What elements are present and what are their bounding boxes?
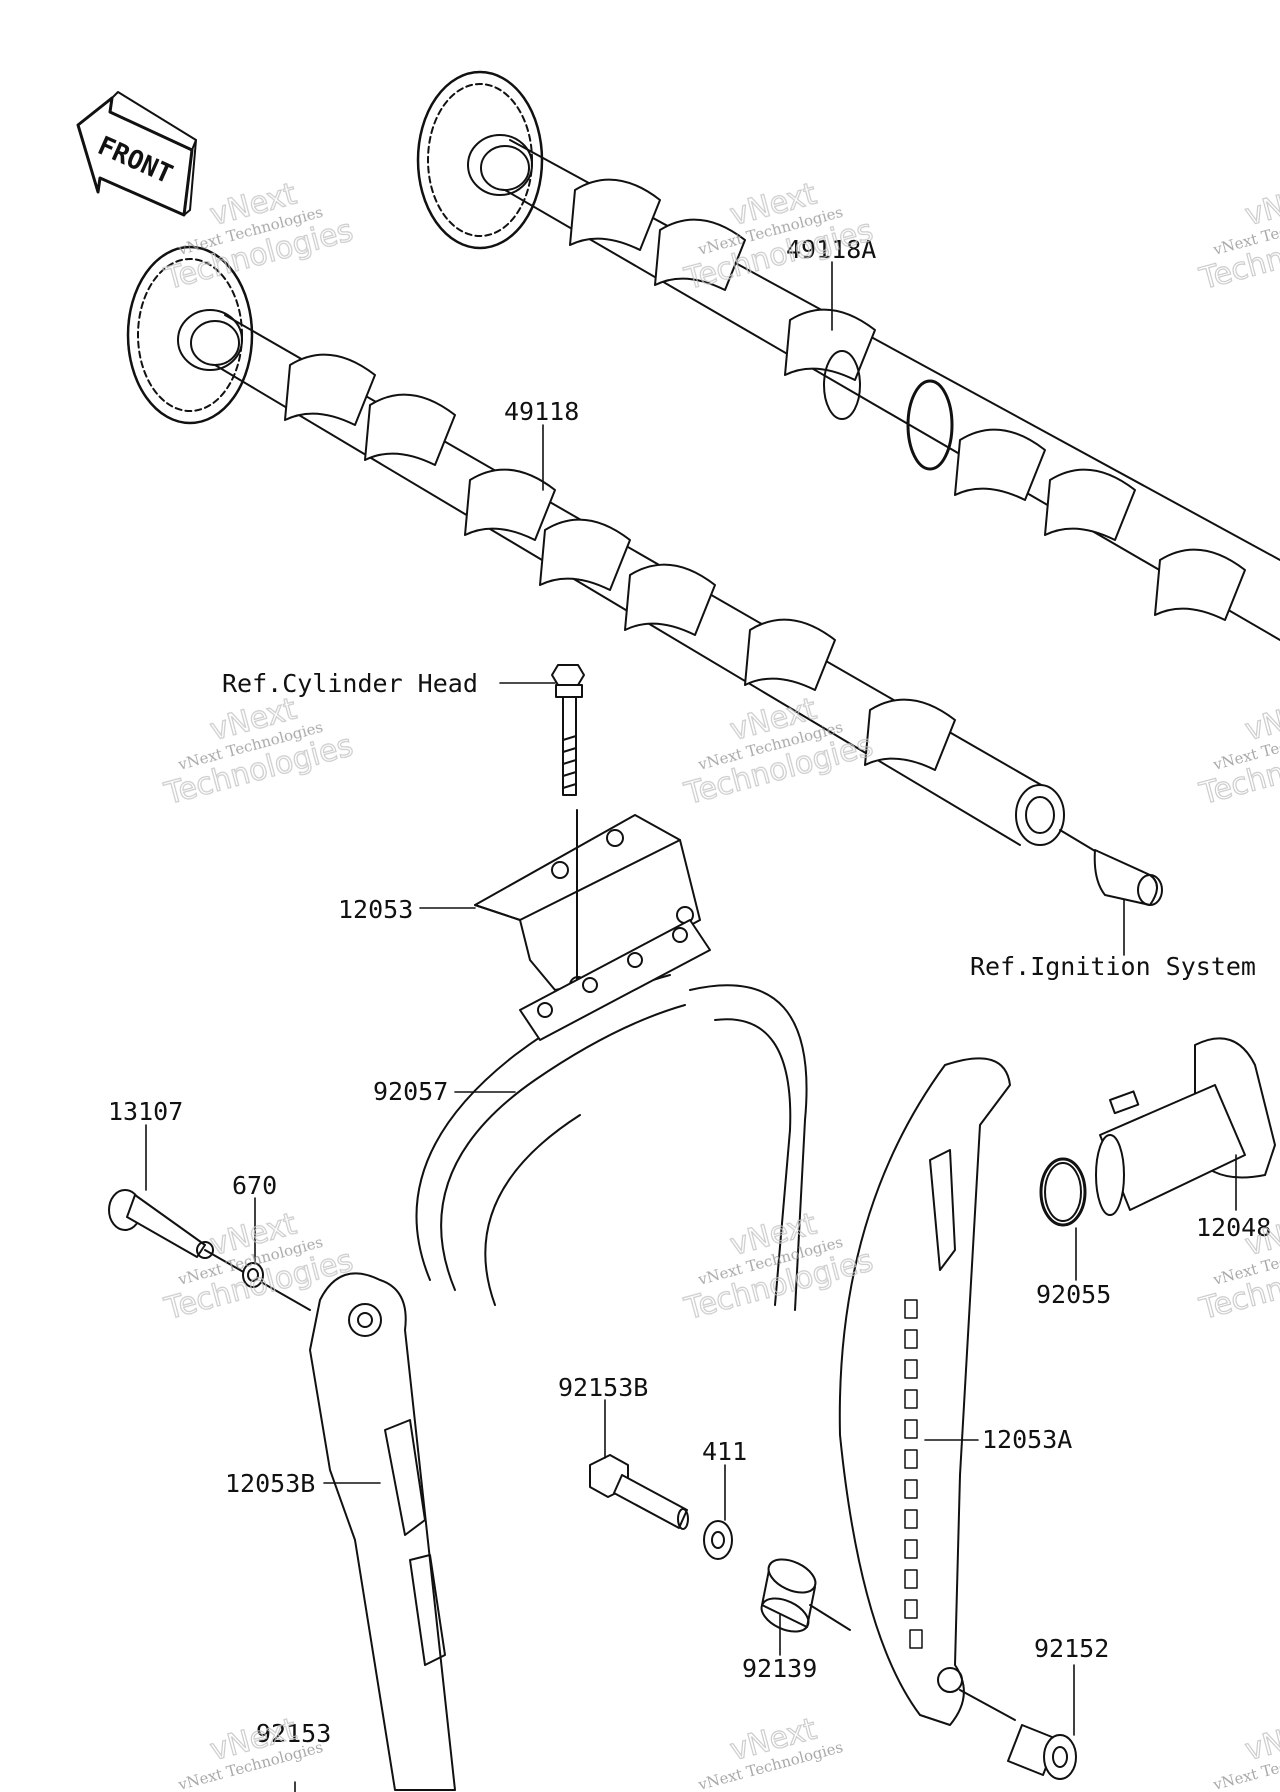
label-ref-ignition-system: Ref.Ignition System: [970, 952, 1256, 981]
tensioner-12048-icon: [1095, 1037, 1276, 1216]
part-labels: 49118A 49118 Ref.Cylinder Head 12053 Ref…: [108, 235, 1271, 1748]
watermark: vNext vNext Technologies: [695, 1711, 845, 1792]
watermark: vNext vNext Technologies Technologies: [1195, 176, 1280, 298]
label-92152: 92152: [1034, 1634, 1109, 1663]
label-12053: 12053: [338, 895, 413, 924]
watermark: vNext vNext Technologies Technologies: [160, 691, 357, 813]
chain-guide-12053B-icon: [309, 1272, 456, 1791]
bolt-92153B-icon: [589, 1454, 689, 1530]
label-92139: 92139: [742, 1654, 817, 1683]
pivot-bolt-13107-icon: [108, 1189, 311, 1311]
camshaft-49118-icon: [126, 245, 1065, 846]
camshaft-49118A-icon: [416, 70, 1280, 641]
label-13107: 13107: [108, 1097, 183, 1126]
o-ring-92055-icon: [1039, 1157, 1087, 1227]
chain-guide-12053A-icon: [838, 1057, 1011, 1726]
watermark: vNext vNext Technologies: [1210, 1711, 1280, 1792]
label-49118: 49118: [504, 397, 579, 426]
label-92153B: 92153B: [558, 1373, 648, 1402]
front-arrow-icon: [76, 91, 197, 217]
watermark: vNext vNext Technologies Technologies: [680, 1206, 877, 1328]
leader-lines: [145, 261, 1237, 1792]
label-92153: 92153: [256, 1719, 331, 1748]
label-12048: 12048: [1196, 1213, 1271, 1242]
watermark: vNext vNext Technologies Technologies: [1195, 691, 1280, 813]
label-411: 411: [702, 1437, 747, 1466]
bolt-icon: [551, 664, 585, 796]
timing-chain-92057-icon: [415, 919, 808, 1311]
collar-92152-icon: [959, 1689, 1077, 1780]
label-12053A: 12053A: [982, 1425, 1072, 1454]
label-670: 670: [232, 1171, 277, 1200]
collar-92139-icon: [760, 1558, 851, 1633]
rotor-adapter-icon: [1059, 829, 1163, 906]
label-12053B: 12053B: [225, 1469, 315, 1498]
watermark: vNext vNext Technologies Technologies: [680, 691, 877, 813]
label-ref-cylinder-head: Ref.Cylinder Head: [222, 669, 478, 698]
label-49118A: 49118A: [786, 235, 876, 264]
washer-411-icon: [703, 1520, 733, 1560]
label-92057: 92057: [373, 1077, 448, 1106]
washer-670-icon: [242, 1262, 264, 1288]
label-92055: 92055: [1036, 1280, 1111, 1309]
